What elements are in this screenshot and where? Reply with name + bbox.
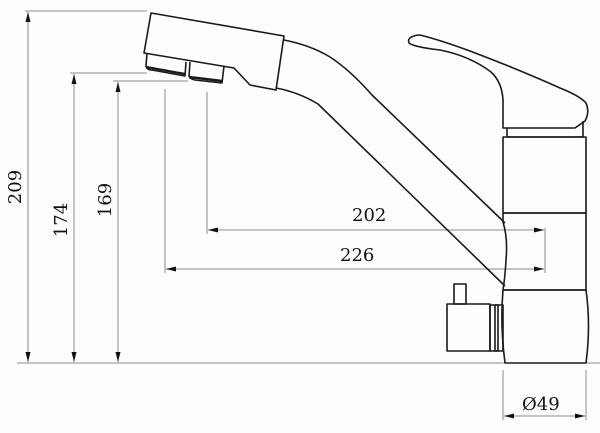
- filter-valve-coupling: [489, 304, 499, 352]
- outlet-1: [145, 52, 187, 77]
- spout-tube-lower: [275, 87, 506, 287]
- spout-head: [143, 12, 285, 91]
- outlet-2: [188, 61, 225, 84]
- filter-valve-block: [446, 303, 491, 352]
- dim-label-226: 226: [340, 245, 375, 266]
- handle-collar: [506, 121, 584, 138]
- lever-handle: [407, 34, 589, 129]
- body-middle-left-curve: [502, 213, 508, 291]
- dim-label-169: 169: [95, 182, 116, 218]
- dimension-arrows: [25, 12, 585, 419]
- body-base: [501, 289, 590, 364]
- body-upper: [502, 136, 587, 214]
- dim-label-209: 209: [5, 169, 26, 205]
- filter-valve-stem: [453, 283, 467, 305]
- dim-label-202: 202: [352, 205, 387, 226]
- dim-label-174: 174: [51, 202, 72, 238]
- spout-tube-upper: [283, 39, 506, 224]
- dim-label-diameter-49: Ø49: [522, 394, 560, 415]
- dimension-lines: [17, 10, 600, 420]
- faucet-outline: [143, 12, 590, 364]
